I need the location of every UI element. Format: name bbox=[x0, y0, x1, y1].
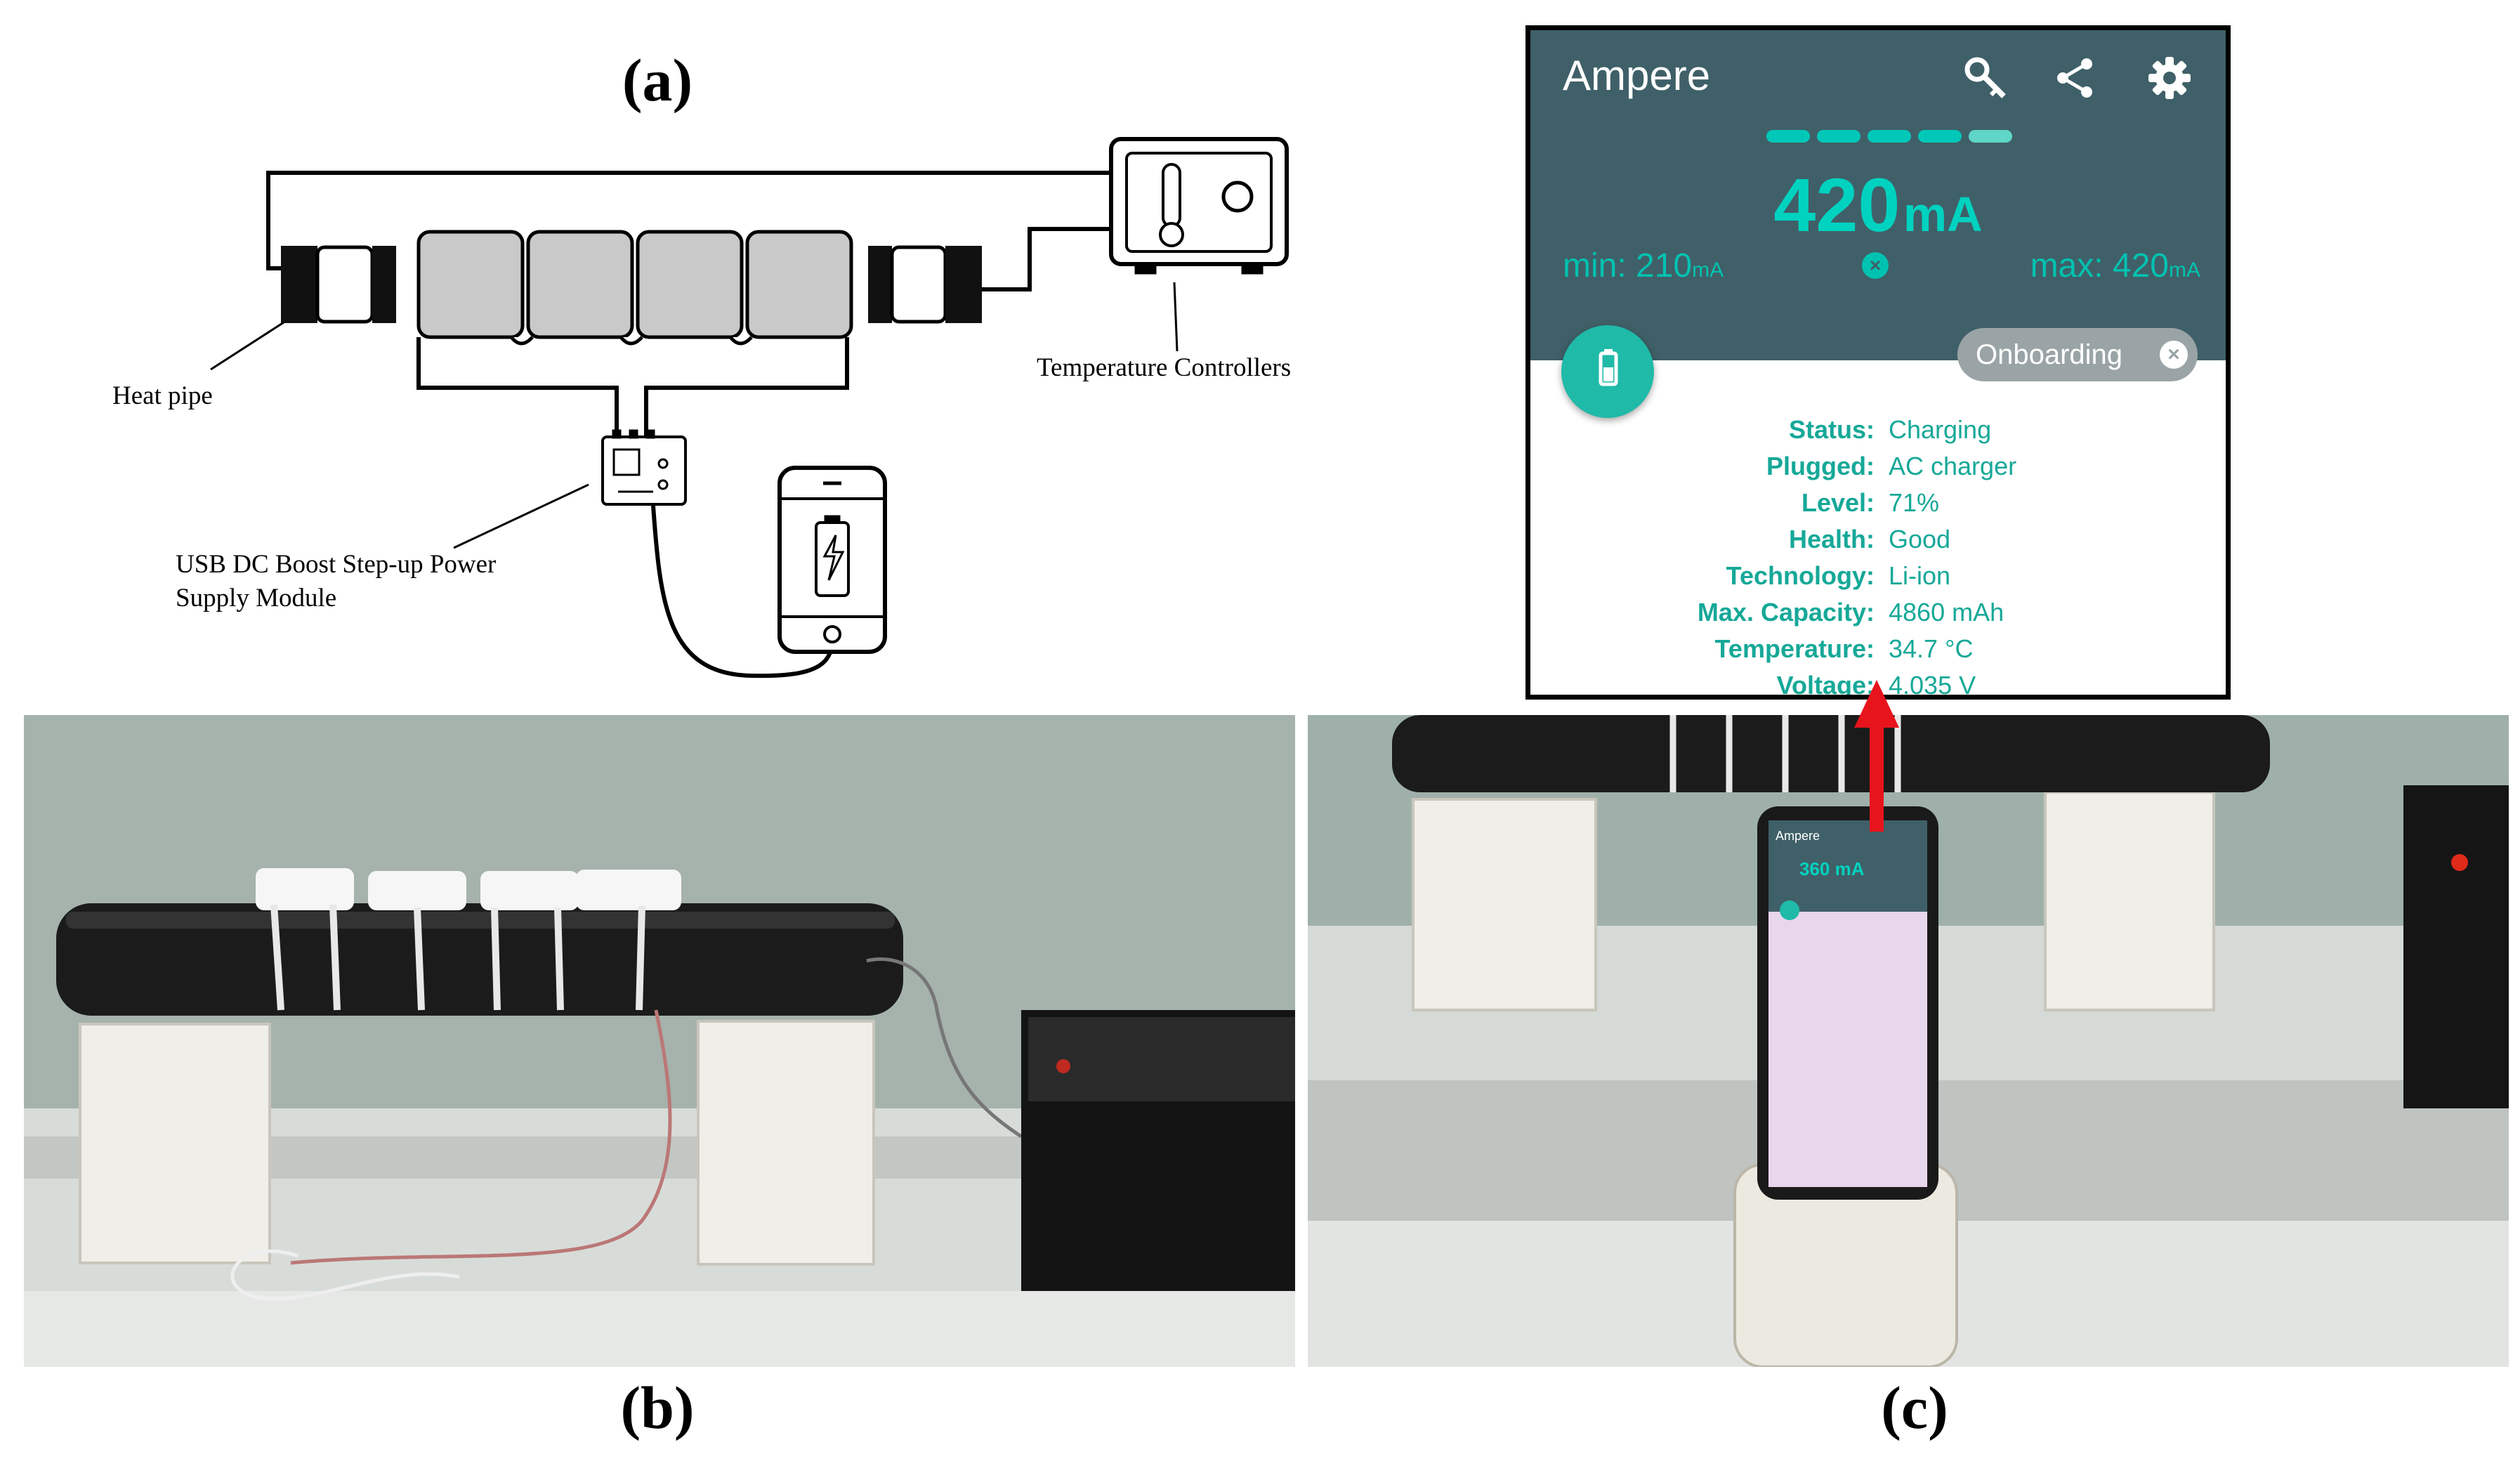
wire-right bbox=[978, 227, 1120, 291]
app-header: Ampere bbox=[1530, 30, 2226, 360]
support-block-left bbox=[79, 1023, 271, 1264]
photo-panel-c: Ampere 360 mA bbox=[1308, 715, 2509, 1367]
reset-icon[interactable]: × bbox=[1862, 252, 1889, 279]
controller-box-photo bbox=[2403, 785, 2509, 1108]
panel-label-a: (a) bbox=[622, 46, 693, 114]
leader-heat-pipe bbox=[210, 315, 294, 371]
close-icon[interactable]: × bbox=[2160, 341, 2188, 369]
battery-fab-button[interactable] bbox=[1561, 325, 1654, 418]
support-block-right bbox=[697, 1020, 875, 1266]
heat-pipe-right-cap bbox=[868, 245, 982, 324]
info-row-max-capacity: Max. Capacity:4860 mAh bbox=[1697, 598, 2004, 627]
heat-pipe-label: Heat pipe bbox=[112, 381, 213, 410]
max-value: max: 420 bbox=[2030, 247, 2169, 284]
leader-module bbox=[453, 483, 589, 549]
wire-bus-left bbox=[416, 337, 619, 435]
current-unit: mA bbox=[1903, 187, 1983, 242]
charging-cable bbox=[651, 505, 834, 679]
photo-panel-b bbox=[24, 715, 1295, 1367]
info-row-level: Level:71% bbox=[1801, 488, 1940, 517]
leader-controllers bbox=[1173, 282, 1179, 352]
ampere-app-screenshot: Ampere bbox=[1525, 25, 2231, 700]
support-block-right bbox=[2044, 791, 2215, 1011]
teg-modules bbox=[416, 230, 853, 346]
heat-pipe-bar bbox=[56, 903, 903, 1016]
panel-label-b: (b) bbox=[620, 1374, 695, 1441]
heat-pipe-bar bbox=[1392, 715, 2270, 792]
usb-module-label-line1: USB DC Boost Step-up Power bbox=[176, 550, 497, 579]
support-block-left bbox=[1412, 798, 1597, 1011]
usb-boost-module bbox=[601, 429, 687, 506]
wire-bus-right bbox=[644, 337, 849, 435]
info-row-technology: Technology:Li-ion bbox=[1726, 561, 1951, 590]
onboarding-chip-label: Onboarding bbox=[1976, 339, 2123, 370]
smartphone-icon bbox=[777, 466, 887, 654]
app-title: Ampere bbox=[1563, 52, 1711, 99]
phone-screen-title: Ampere bbox=[1776, 829, 1820, 843]
share-icon[interactable] bbox=[2053, 55, 2098, 100]
battery-icon bbox=[1599, 349, 1618, 386]
current-value: 420 bbox=[1773, 162, 1901, 247]
usb-module-label-line2: Supply Module bbox=[176, 584, 337, 612]
onboarding-chip[interactable]: Onboarding × bbox=[1957, 328, 2198, 381]
info-row-temperature: Temperature:34.7 °C bbox=[1714, 634, 1974, 663]
max-reading: max: 420mA bbox=[2030, 247, 2200, 285]
max-unit: mA bbox=[2169, 258, 2200, 282]
heat-pipe-left-cap bbox=[281, 245, 396, 324]
min-unit: mA bbox=[1692, 258, 1724, 282]
key-icon[interactable] bbox=[1963, 55, 2008, 100]
info-row-health: Health:Good bbox=[1788, 525, 1951, 553]
min-reading: min: 210mA bbox=[1563, 247, 1724, 285]
info-row-plugged: Plugged:AC charger bbox=[1766, 452, 2017, 480]
temperature-controller-box bbox=[1109, 137, 1289, 275]
gear-icon[interactable] bbox=[2147, 55, 2192, 100]
temperature-controllers-label: Temperature Controllers bbox=[1037, 353, 1292, 382]
min-value: min: 210 bbox=[1563, 247, 1693, 284]
phone-screen-current: 360 mA bbox=[1799, 858, 1865, 879]
info-row-status: Status:Charging bbox=[1788, 415, 1992, 444]
current-reading: 420 mA bbox=[1530, 161, 2226, 249]
info-row-voltage: Voltage:4.035 V bbox=[1776, 671, 1976, 700]
panel-label-c: (c) bbox=[1881, 1374, 1948, 1441]
